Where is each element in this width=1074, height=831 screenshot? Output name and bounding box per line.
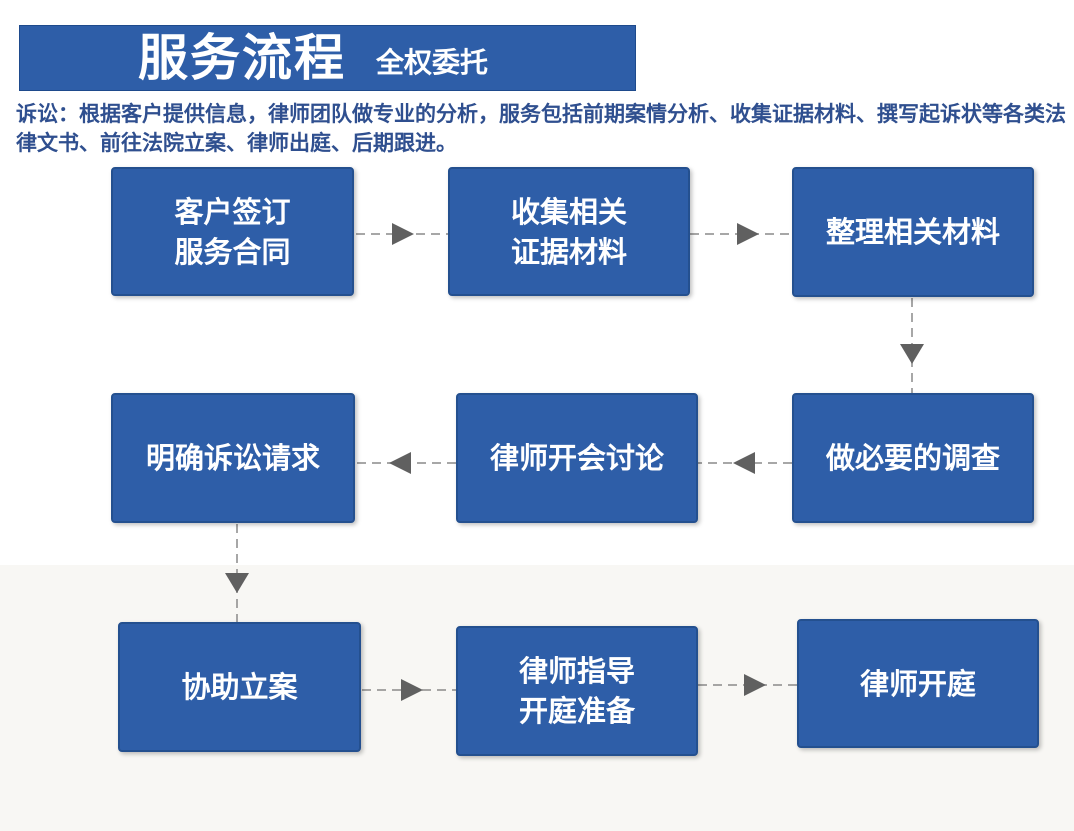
step-investigation: 做必要的调查 <box>792 393 1034 523</box>
arrow-head-3-4 <box>900 344 924 364</box>
step-court-hearing: 律师开庭 <box>797 619 1039 748</box>
step-assist-filing: 协助立案 <box>118 622 361 752</box>
step-clarify-claims: 明确诉讼请求 <box>111 393 355 523</box>
step-trial-preparation: 律师指导 开庭准备 <box>456 626 698 756</box>
description-label: 诉讼： <box>16 101 79 126</box>
arrow-head-8-9 <box>744 674 766 696</box>
arrow-head-6-7 <box>225 573 249 593</box>
description-text: 根据客户提供信息，律师团队做专业的分析，服务包括前期案情分析、收集证据材料、撰写… <box>16 101 1066 155</box>
step-lawyer-meeting: 律师开会讨论 <box>456 393 698 523</box>
step-sign-contract: 客户签订 服务合同 <box>111 167 354 296</box>
step-organize-materials: 整理相关材料 <box>792 167 1034 297</box>
header-banner: 服务流程 全权委托 <box>19 25 636 91</box>
page-title: 服务流程 <box>138 28 346 87</box>
description: 诉讼：根据客户提供信息，律师团队做专业的分析，服务包括前期案情分析、收集证据材料… <box>16 99 1066 157</box>
arrow-head-2-3 <box>737 223 759 245</box>
arrow-head-4-5 <box>733 452 755 474</box>
step-collect-evidence: 收集相关 证据材料 <box>448 167 690 296</box>
arrow-head-1-2 <box>392 223 414 245</box>
page-subtitle: 全权委托 <box>376 46 489 79</box>
arrow-head-7-8 <box>401 679 423 701</box>
arrow-head-5-6 <box>389 452 411 474</box>
